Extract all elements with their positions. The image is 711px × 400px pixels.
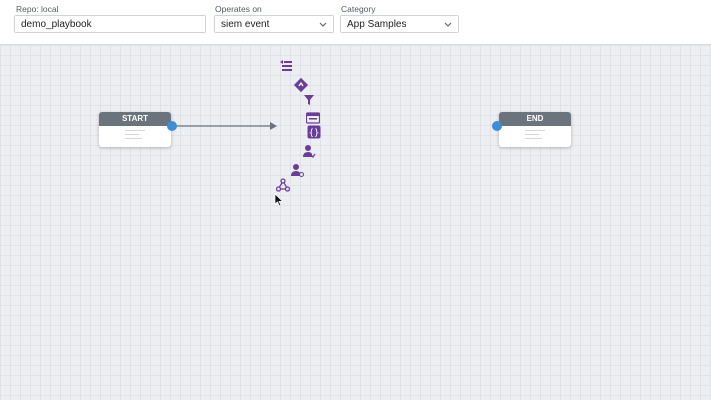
user-approval-icon[interactable] — [290, 163, 304, 177]
end-node-title: END — [499, 112, 571, 126]
user-action-icon[interactable] — [302, 144, 316, 158]
start-node-title: START — [99, 112, 171, 126]
prompt-icon[interactable] — [306, 111, 320, 125]
playbook-canvas[interactable] — [0, 45, 711, 400]
end-node[interactable]: END — [499, 112, 571, 147]
chevron-down-icon — [319, 22, 327, 27]
operates-on-label: Operates on — [215, 4, 262, 14]
operates-on-value: siem event — [221, 19, 270, 30]
svg-text:{}: {} — [309, 129, 320, 139]
repo-label: Repo: local — [16, 4, 59, 14]
end-input-port[interactable] — [492, 121, 502, 131]
operates-on-select[interactable]: siem event — [214, 15, 334, 33]
decision-icon[interactable] — [293, 77, 309, 93]
end-node-placeholder — [525, 130, 545, 142]
playbook-name-input[interactable]: demo_playbook — [14, 15, 206, 33]
category-value: App Samples — [347, 19, 407, 30]
category-label: Category — [341, 4, 376, 14]
start-output-port[interactable] — [167, 121, 177, 131]
playbook-header: Repo: local demo_playbook Operates on si… — [0, 0, 711, 45]
playbook-icon[interactable] — [276, 178, 290, 192]
chevron-down-icon — [444, 22, 452, 27]
start-node-placeholder — [125, 130, 145, 142]
category-select[interactable]: App Samples — [340, 15, 459, 33]
mouse-cursor-icon — [274, 193, 284, 207]
funnel-icon[interactable] — [303, 94, 315, 106]
start-node[interactable]: START — [99, 112, 171, 147]
filter-list-icon[interactable] — [279, 59, 293, 73]
code-block-icon[interactable]: {} — [307, 125, 321, 139]
